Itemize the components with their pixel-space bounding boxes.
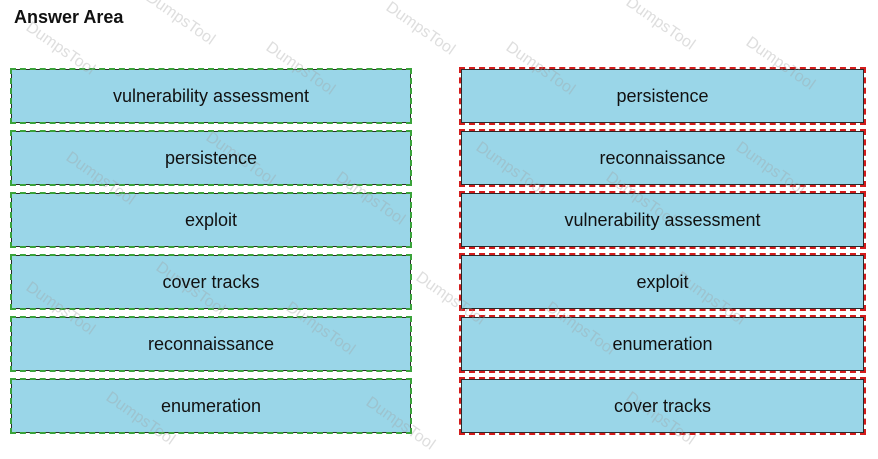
item-label: reconnaissance: [147, 333, 275, 354]
item-label: persistence: [616, 85, 709, 106]
watermark-text: DumpsTool: [622, 0, 698, 54]
item-label: exploit: [184, 209, 238, 230]
item-label: cover tracks: [613, 395, 712, 416]
left-item-5[interactable]: reconnaissance: [10, 316, 412, 372]
left-item-3[interactable]: exploit: [10, 192, 412, 248]
item-label: enumeration: [160, 395, 262, 416]
left-item-1[interactable]: vulnerability assessment: [10, 68, 412, 124]
right-item-4[interactable]: exploit: [459, 253, 866, 311]
left-column: vulnerability assessment persistence exp…: [10, 68, 412, 441]
watermark-text: DumpsTool: [382, 0, 458, 59]
left-item-6[interactable]: enumeration: [10, 378, 412, 434]
right-item-1[interactable]: persistence: [459, 67, 866, 125]
left-item-2[interactable]: persistence: [10, 130, 412, 186]
left-item-4[interactable]: cover tracks: [10, 254, 412, 310]
watermark-text: DumpsTool: [142, 0, 218, 49]
right-item-5[interactable]: enumeration: [459, 315, 866, 373]
right-item-3[interactable]: vulnerability assessment: [459, 191, 866, 249]
answer-area-title: Answer Area: [14, 7, 124, 27]
item-label: vulnerability assessment: [564, 209, 761, 230]
item-label: exploit: [636, 271, 689, 292]
item-label: cover tracks: [162, 271, 260, 292]
item-label: persistence: [164, 147, 258, 168]
item-label: vulnerability assessment: [112, 85, 310, 106]
item-label: enumeration: [612, 333, 713, 354]
right-item-6[interactable]: cover tracks: [459, 377, 866, 435]
right-column: persistence reconnaissance vulnerability…: [459, 67, 866, 441]
item-label: reconnaissance: [599, 147, 726, 168]
right-item-2[interactable]: reconnaissance: [459, 129, 866, 187]
